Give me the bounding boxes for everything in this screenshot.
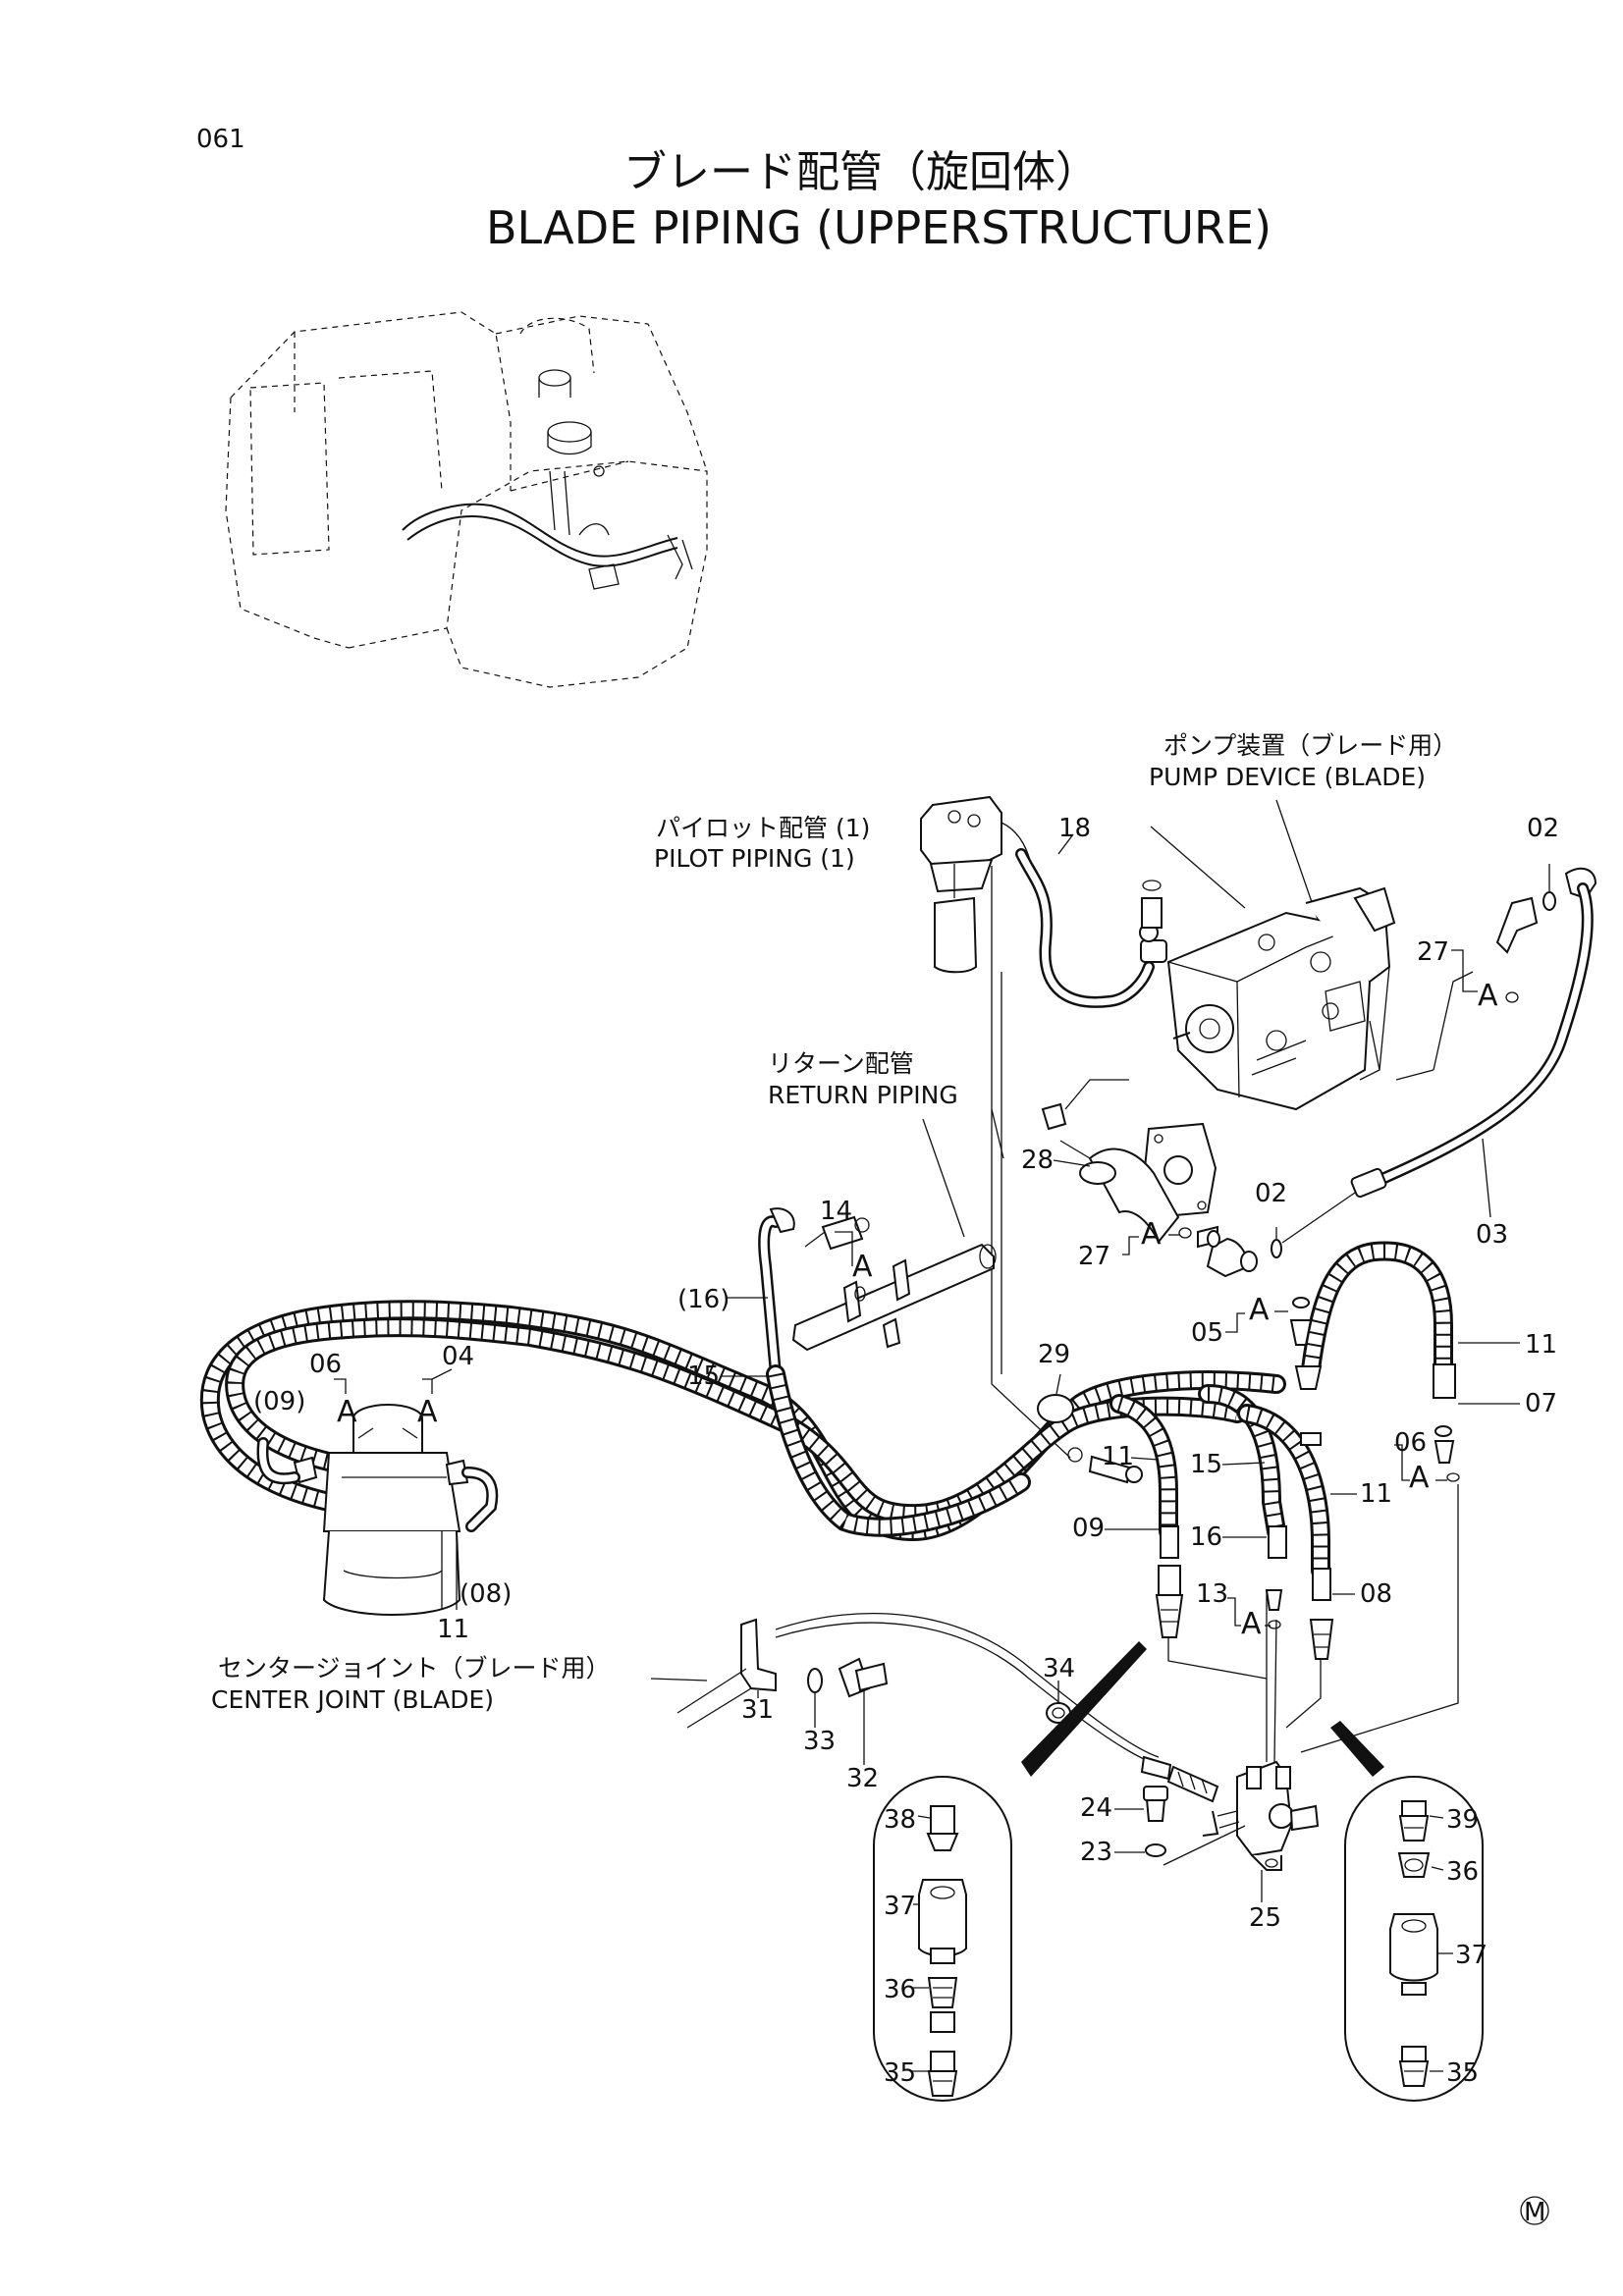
part-num-29: 29	[1038, 1340, 1070, 1369]
pipe-15-16	[758, 1207, 795, 1380]
detail-a-04: A	[417, 1395, 438, 1429]
part-num-39: 39	[1446, 1805, 1479, 1835]
return-manifold	[791, 1215, 997, 1352]
pump-device-label-en: PUMP DEVICE (BLADE)	[1149, 763, 1426, 791]
part-num-11-top-right: 11	[1525, 1330, 1557, 1360]
part-num-24: 24	[1080, 1793, 1112, 1823]
part-num-14: 14	[820, 1197, 852, 1226]
part-num-27-upper: 27	[1417, 937, 1449, 967]
clamp-29	[1037, 1373, 1143, 1484]
part-num-35-right: 35	[1446, 2058, 1479, 2088]
part-num-05: 05	[1191, 1318, 1223, 1348]
title-japanese: ブレード配管（旋回体）	[623, 147, 1099, 197]
detail-a-06-left: A	[337, 1395, 357, 1429]
corner-mark-letter: M	[1524, 2198, 1545, 2227]
coupler-left-column	[1155, 1565, 1334, 1729]
part-num-31: 31	[741, 1695, 774, 1725]
part-num-02-top: 02	[1527, 814, 1559, 843]
valve-block-25	[1163, 1590, 1320, 1902]
part-num-04: 04	[442, 1342, 474, 1371]
part-num-13: 13	[1196, 1579, 1228, 1609]
detail-a-markers: A A A A A A A A	[334, 949, 1519, 1641]
pilot-piping-label-en: PILOT PIPING (1)	[654, 844, 855, 873]
part-num-33: 33	[803, 1727, 836, 1756]
excavator-overview-illustration	[225, 311, 708, 688]
part-num-36-left: 36	[884, 1975, 916, 2004]
elbow-27-lower	[1206, 1192, 1356, 1278]
return-piping-label-jp: リターン配管	[768, 1049, 914, 1078]
part-num-15-left: 15	[687, 1362, 720, 1391]
part-number-callouts: 18 02 27 28 02 27 03 14 (16) 15 05 11 07…	[253, 814, 1559, 2088]
part-num-08-paren: (08)	[460, 1579, 512, 1609]
hose-bundle-11	[199, 1241, 1453, 1580]
hose-end-fittings	[1160, 1363, 1456, 1601]
center-joint-leader-lines	[441, 1531, 458, 1610]
detail-a-14: A	[852, 1250, 873, 1284]
part-num-06-left: 06	[309, 1350, 342, 1379]
part-num-11-right: 11	[1360, 1479, 1392, 1509]
part-num-32: 32	[846, 1764, 879, 1793]
part-num-09: 09	[1072, 1514, 1105, 1543]
detail-circle-right	[1330, 1721, 1484, 2102]
center-joint-label-en: CENTER JOINT (BLADE)	[211, 1685, 494, 1714]
bolt-24-washer-23	[1143, 1786, 1168, 1857]
pipe-18	[1015, 833, 1167, 1008]
part-num-06-right: 06	[1394, 1428, 1427, 1458]
corner-mark: M	[1520, 2196, 1549, 2227]
detail-a-06-right: A	[1409, 1461, 1430, 1495]
part-num-02-mid: 02	[1255, 1179, 1287, 1208]
detail-a-05: A	[1249, 1293, 1270, 1327]
detail-a-27-lower: A	[1141, 1217, 1162, 1252]
part-num-37-right: 37	[1455, 1941, 1488, 1970]
page-number: 061	[196, 125, 245, 154]
part-num-36-right: 36	[1446, 1857, 1479, 1887]
pump-bracket-line	[1395, 971, 1474, 1081]
part-num-38: 38	[884, 1805, 916, 1835]
pump-device-label-jp: ポンプ装置（ブレード用）	[1163, 731, 1457, 760]
part-num-34: 34	[1043, 1654, 1075, 1683]
part-num-23: 23	[1080, 1838, 1112, 1867]
flange-28	[1041, 1079, 1218, 1249]
part-num-09-paren: (09)	[253, 1387, 305, 1416]
cable-34	[775, 1612, 1219, 1803]
fittings-right-group	[1265, 1297, 1460, 1629]
detail-a-27-upper: A	[1478, 979, 1498, 1013]
part-num-16-paren: (16)	[677, 1285, 730, 1314]
part-num-11-bottom-left: 11	[437, 1615, 469, 1644]
part-num-03: 03	[1476, 1220, 1508, 1250]
part-num-27-lower: 27	[1078, 1242, 1110, 1271]
part-num-37-left: 37	[884, 1892, 916, 1921]
part-num-07: 07	[1525, 1389, 1557, 1418]
center-joint-label-jp: センタージョイント（ブレード用）	[218, 1654, 611, 1682]
pipe-03	[1350, 882, 1594, 1218]
part-num-35-left: 35	[884, 2058, 916, 2088]
pump-device	[1166, 886, 1396, 1111]
pilot-piping-label-jp: パイロット配管 (1)	[656, 814, 870, 842]
title-english: BLADE PIPING (UPPERSTRUCTURE)	[486, 201, 1271, 254]
part-num-25: 25	[1249, 1903, 1281, 1933]
part-num-18: 18	[1058, 814, 1091, 843]
part-num-15-right: 15	[1190, 1450, 1222, 1479]
return-piping-label-en: RETURN PIPING	[768, 1081, 958, 1109]
detail-a-13: A	[1241, 1607, 1262, 1641]
detail-circle-left	[873, 1641, 1147, 2102]
part-num-11-mid: 11	[1102, 1442, 1134, 1471]
center-joint	[256, 1404, 499, 1616]
part-num-16: 16	[1190, 1522, 1222, 1552]
part-num-08: 08	[1360, 1579, 1392, 1609]
part-num-28: 28	[1021, 1146, 1054, 1175]
